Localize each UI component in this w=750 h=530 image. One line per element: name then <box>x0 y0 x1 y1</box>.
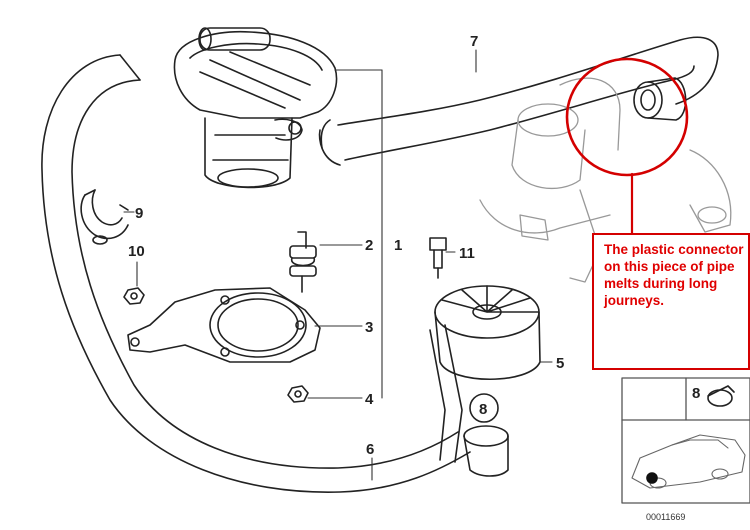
filter-5 <box>429 285 541 463</box>
label-2: 2 <box>365 237 373 254</box>
annotation-callout: The plastic connector on this piece of p… <box>592 233 750 370</box>
label-1: 1 <box>394 237 402 254</box>
label-5: 5 <box>556 355 564 372</box>
leader-lines <box>123 49 553 481</box>
drawing-number: 00011669 <box>646 512 685 522</box>
rubber-mount-2 <box>289 231 317 293</box>
clamp-icon <box>707 385 735 407</box>
label-7: 7 <box>470 33 478 50</box>
label-8-inset: 8 <box>692 385 700 402</box>
bracket-3 <box>127 287 321 363</box>
location-marker <box>646 472 658 484</box>
hose-6 <box>41 54 471 493</box>
label-6: 6 <box>366 441 374 458</box>
clip-11 <box>429 237 447 279</box>
label-9: 9 <box>135 205 143 222</box>
highlight-circle <box>565 57 689 177</box>
hose-7 <box>318 36 719 166</box>
plastic-connector <box>633 77 687 121</box>
label-11: 11 <box>459 245 475 262</box>
clip-9 <box>80 189 129 245</box>
annotation-text: The plastic connector on this piece of p… <box>604 242 744 308</box>
label-8-circle: 8 <box>479 401 487 418</box>
label-10: 10 <box>128 243 145 260</box>
air-pump <box>173 27 338 189</box>
nut-4 <box>287 385 309 403</box>
label-4: 4 <box>365 391 374 408</box>
inset-box <box>621 377 750 504</box>
exhaust-valve-assembly <box>479 77 732 283</box>
nut-10 <box>123 287 145 305</box>
label-3: 3 <box>365 319 373 336</box>
